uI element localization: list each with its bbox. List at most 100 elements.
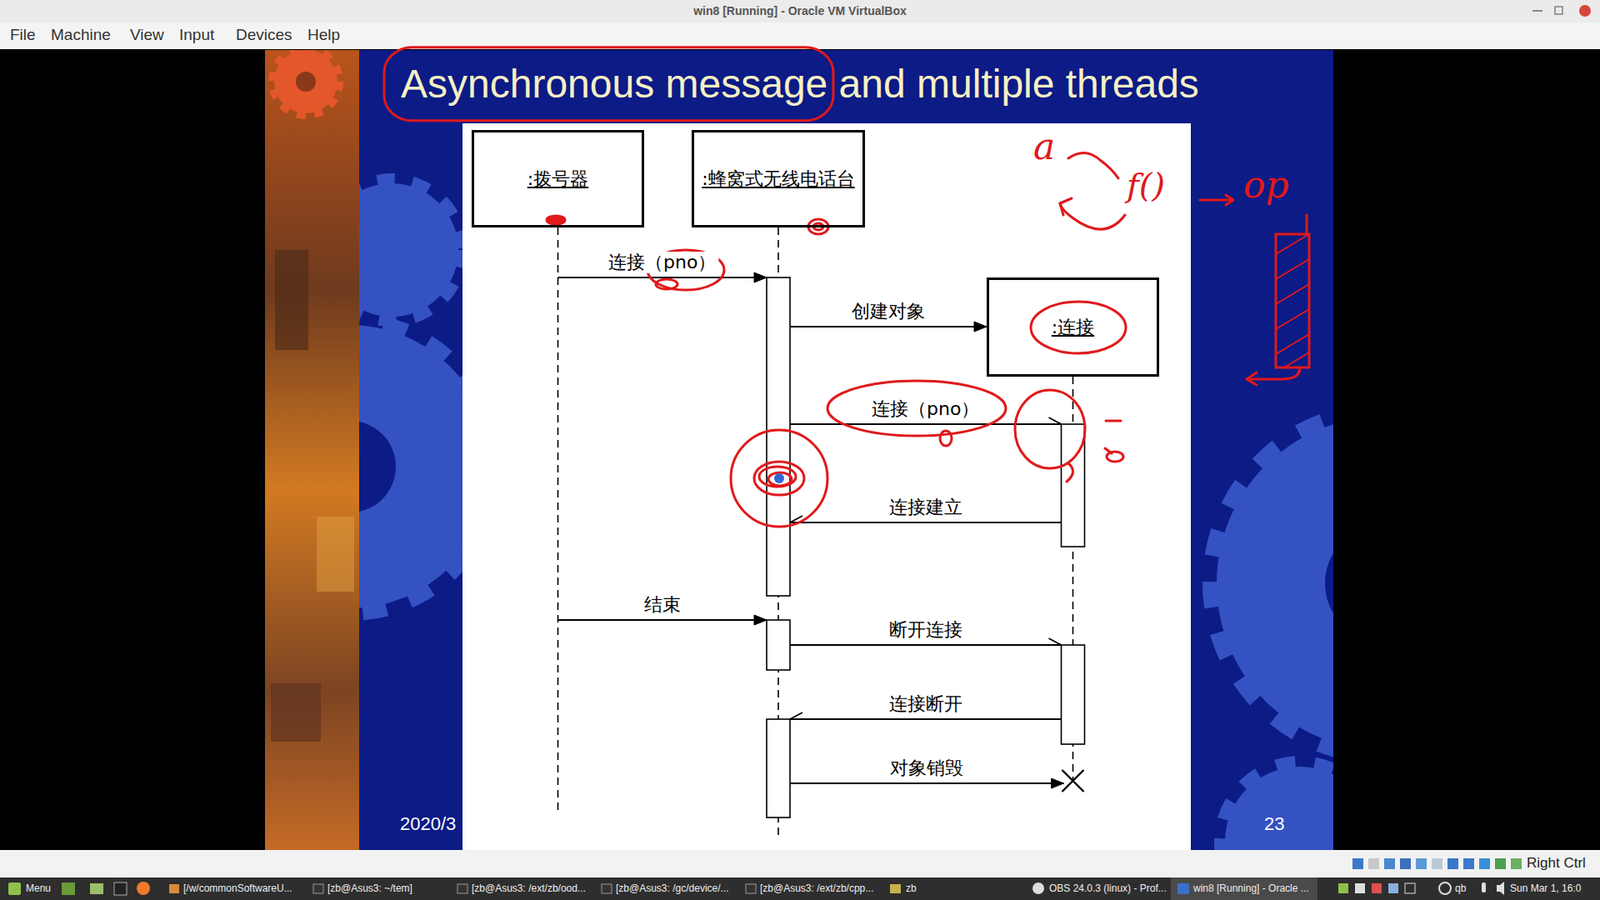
task-icon bbox=[890, 884, 901, 894]
status-icon bbox=[1400, 858, 1411, 870]
message-line bbox=[790, 718, 1062, 720]
status-icon bbox=[1415, 858, 1427, 870]
ink-circle bbox=[940, 430, 952, 446]
task-icon bbox=[601, 884, 612, 894]
menu-item: Input bbox=[179, 25, 215, 45]
message-label: 创建对象 bbox=[849, 300, 928, 323]
clock: Sun Mar 1, 16:0 bbox=[1510, 882, 1581, 895]
slide-date: 2020/3 bbox=[400, 813, 456, 835]
ink-arrow bbox=[1068, 152, 1119, 179]
gear bbox=[274, 50, 338, 114]
destroy-mark bbox=[1062, 770, 1085, 792]
active-task bbox=[1170, 877, 1318, 900]
tray-label: qb bbox=[1455, 882, 1466, 895]
host-key-label: Right Ctrl bbox=[1526, 855, 1586, 872]
ink-circle bbox=[1030, 301, 1126, 354]
tray-icon bbox=[1355, 883, 1365, 894]
ink-circle bbox=[730, 430, 828, 527]
lifelines bbox=[558, 227, 1085, 840]
status-bar bbox=[0, 850, 1600, 878]
volume-icon bbox=[1496, 881, 1505, 895]
task-icon bbox=[313, 884, 324, 894]
taskbar-menu: Menu bbox=[25, 882, 51, 895]
handwritten-note: op bbox=[1243, 163, 1290, 208]
diagram-panel bbox=[462, 123, 1191, 850]
decor-shape bbox=[275, 250, 309, 350]
message-line bbox=[790, 423, 1062, 425]
menu-item: Machine bbox=[50, 25, 111, 45]
message-arrow bbox=[790, 778, 1065, 789]
message-label: 断开连接 bbox=[886, 619, 965, 641]
task-icon bbox=[1032, 882, 1045, 895]
sync-arrowhead bbox=[754, 615, 767, 625]
slide-title: Asynchronous message and multiple thread… bbox=[400, 60, 1200, 109]
tray-icon bbox=[1439, 882, 1451, 895]
ink-circle bbox=[827, 380, 1006, 436]
ink-mark bbox=[1105, 448, 1112, 454]
taskbar-item: [zb@Asus3: /ext/zb/ood... bbox=[471, 882, 586, 895]
ink-arrow bbox=[1060, 203, 1125, 230]
decor-shape bbox=[270, 683, 321, 742]
message-line bbox=[790, 521, 1062, 524]
menu-item: File bbox=[10, 25, 36, 45]
status-icon bbox=[1510, 858, 1522, 870]
tray-icon bbox=[1405, 883, 1415, 894]
ink-arrow bbox=[1200, 195, 1234, 205]
ink-circle bbox=[655, 279, 678, 290]
object-name: :拨号器 bbox=[527, 167, 589, 191]
menu-icon bbox=[8, 882, 21, 895]
slide-background bbox=[265, 50, 1334, 850]
taskbar-item: zb bbox=[905, 882, 917, 895]
taskbar-item: OBS 24.0.3 (linux) - Prof... bbox=[1049, 882, 1167, 895]
ink-bar bbox=[1275, 234, 1310, 368]
taskbar-item: [zb@Asus3: ~/tem] bbox=[327, 882, 413, 895]
message-line bbox=[790, 644, 1062, 646]
message-arrow bbox=[558, 272, 768, 283]
task-icon bbox=[1177, 883, 1190, 895]
message-label: 结束 bbox=[641, 594, 684, 616]
ink-scribble bbox=[754, 461, 805, 495]
minimize-button bbox=[1532, 10, 1543, 12]
ink-hatch bbox=[1275, 234, 1310, 368]
menu-item: View bbox=[130, 25, 165, 45]
message-label: 连接断开 bbox=[886, 693, 965, 715]
decor-strip bbox=[265, 50, 360, 850]
decor-shape bbox=[316, 516, 355, 592]
taskbar-item: [zb@Asus3: /ext/zb/cpp... bbox=[760, 882, 874, 895]
message-line bbox=[790, 325, 987, 328]
gear bbox=[1216, 416, 1334, 750]
menu-bar bbox=[0, 22, 1600, 50]
activation-bar bbox=[766, 277, 790, 596]
taskbar-item: win8 [Running] - Oracle ... bbox=[1193, 882, 1310, 895]
object-name: :蜂窝式无线电话台 bbox=[701, 167, 855, 191]
taskbar bbox=[0, 877, 1600, 900]
sync-arrowhead bbox=[974, 321, 987, 332]
message-label: 连接（pno） bbox=[605, 251, 719, 274]
activation-bar bbox=[766, 620, 790, 670]
maximize-button bbox=[1555, 6, 1563, 15]
status-icon bbox=[1447, 858, 1459, 870]
status-icon bbox=[1431, 858, 1443, 870]
task-icon bbox=[745, 884, 756, 894]
mic-icon bbox=[1481, 882, 1486, 893]
ink-scribble bbox=[759, 466, 796, 487]
object-name: :连接 bbox=[1051, 315, 1095, 340]
menu-item: Help bbox=[307, 25, 340, 45]
message-arrow bbox=[558, 615, 768, 625]
message-label: 连接建立 bbox=[886, 496, 965, 519]
gear-hole bbox=[1325, 525, 1334, 642]
task-icon bbox=[169, 884, 180, 894]
ink-arrowhead bbox=[1246, 372, 1257, 385]
handwritten-note: f() bbox=[1126, 165, 1165, 205]
ink-circle bbox=[1015, 390, 1085, 469]
gear bbox=[1225, 766, 1334, 850]
lifeline-head: :蜂窝式无线电话台 bbox=[691, 130, 865, 228]
ink-scribble bbox=[768, 472, 792, 486]
message-line bbox=[558, 619, 768, 621]
status-icon bbox=[1495, 858, 1506, 870]
ink-mark bbox=[1105, 420, 1121, 423]
status-icon bbox=[1368, 858, 1380, 870]
